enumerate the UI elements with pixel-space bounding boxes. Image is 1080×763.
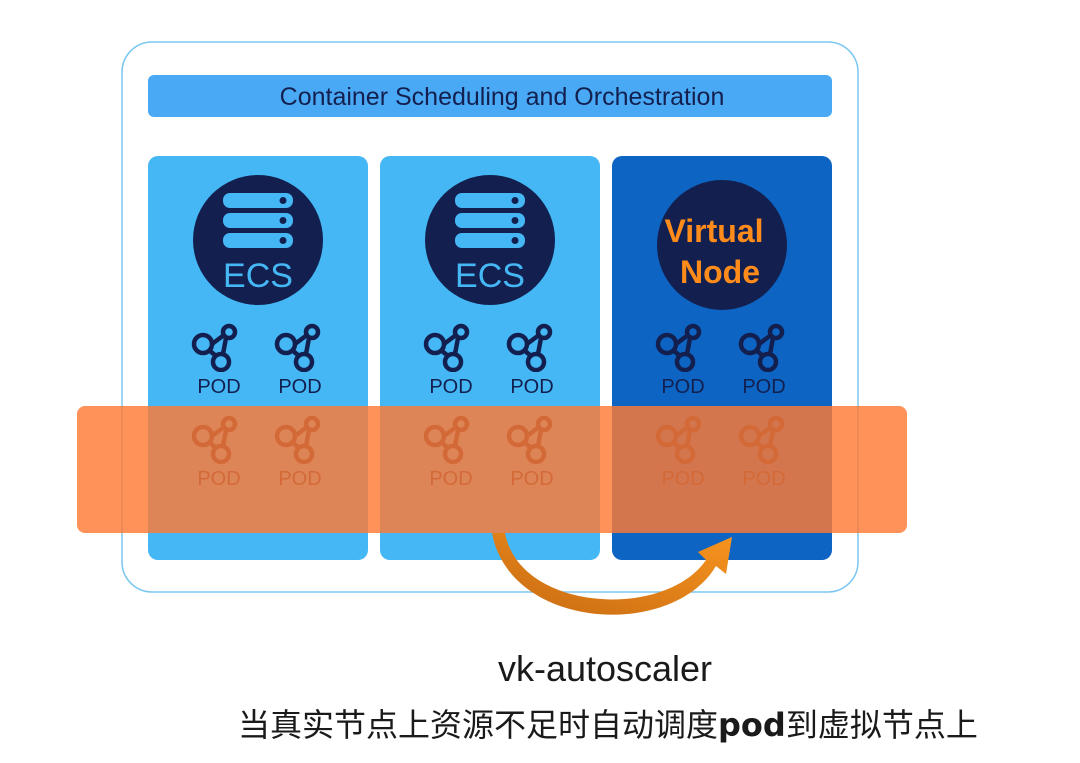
pod-label: POD bbox=[278, 376, 321, 398]
pod-label: POD bbox=[742, 376, 785, 398]
autoscaler-description: 当真实节点上资源不足时自动调度pod到虚拟节点上 bbox=[238, 700, 978, 746]
scheduling-header-bar bbox=[148, 75, 832, 117]
ecs-node-label-1: ECS bbox=[223, 257, 293, 295]
autoscaler-arrow-icon bbox=[492, 533, 732, 615]
pod-label: POD bbox=[510, 376, 553, 398]
scheduling-header-label: Container Scheduling and Orchestration bbox=[280, 83, 725, 111]
virtual-node-label-line1: Virtual bbox=[665, 213, 764, 249]
autoscaler-title: vk-autoscaler bbox=[497, 648, 713, 689]
pod-labels-upper: POD POD POD POD POD POD bbox=[197, 376, 785, 398]
autoscaler-description-part2: 到虚拟节点上 bbox=[785, 706, 978, 744]
autoscaler-description-part1: 当真实节点上资源不足时自动调度 bbox=[238, 706, 719, 744]
pod-label: POD bbox=[197, 376, 240, 398]
ecs-node-label-2: ECS bbox=[455, 257, 525, 295]
ecs-server-icon-1 bbox=[193, 175, 323, 305]
ecs-server-icon-2 bbox=[425, 175, 555, 305]
virtual-node-label-line2: Node bbox=[680, 254, 760, 290]
pod-label: POD bbox=[661, 376, 704, 398]
pod-label: POD bbox=[429, 376, 472, 398]
virtual-node-circle bbox=[657, 180, 787, 310]
pending-pods-band bbox=[77, 406, 907, 533]
autoscaler-description-pod: pod bbox=[718, 706, 786, 744]
